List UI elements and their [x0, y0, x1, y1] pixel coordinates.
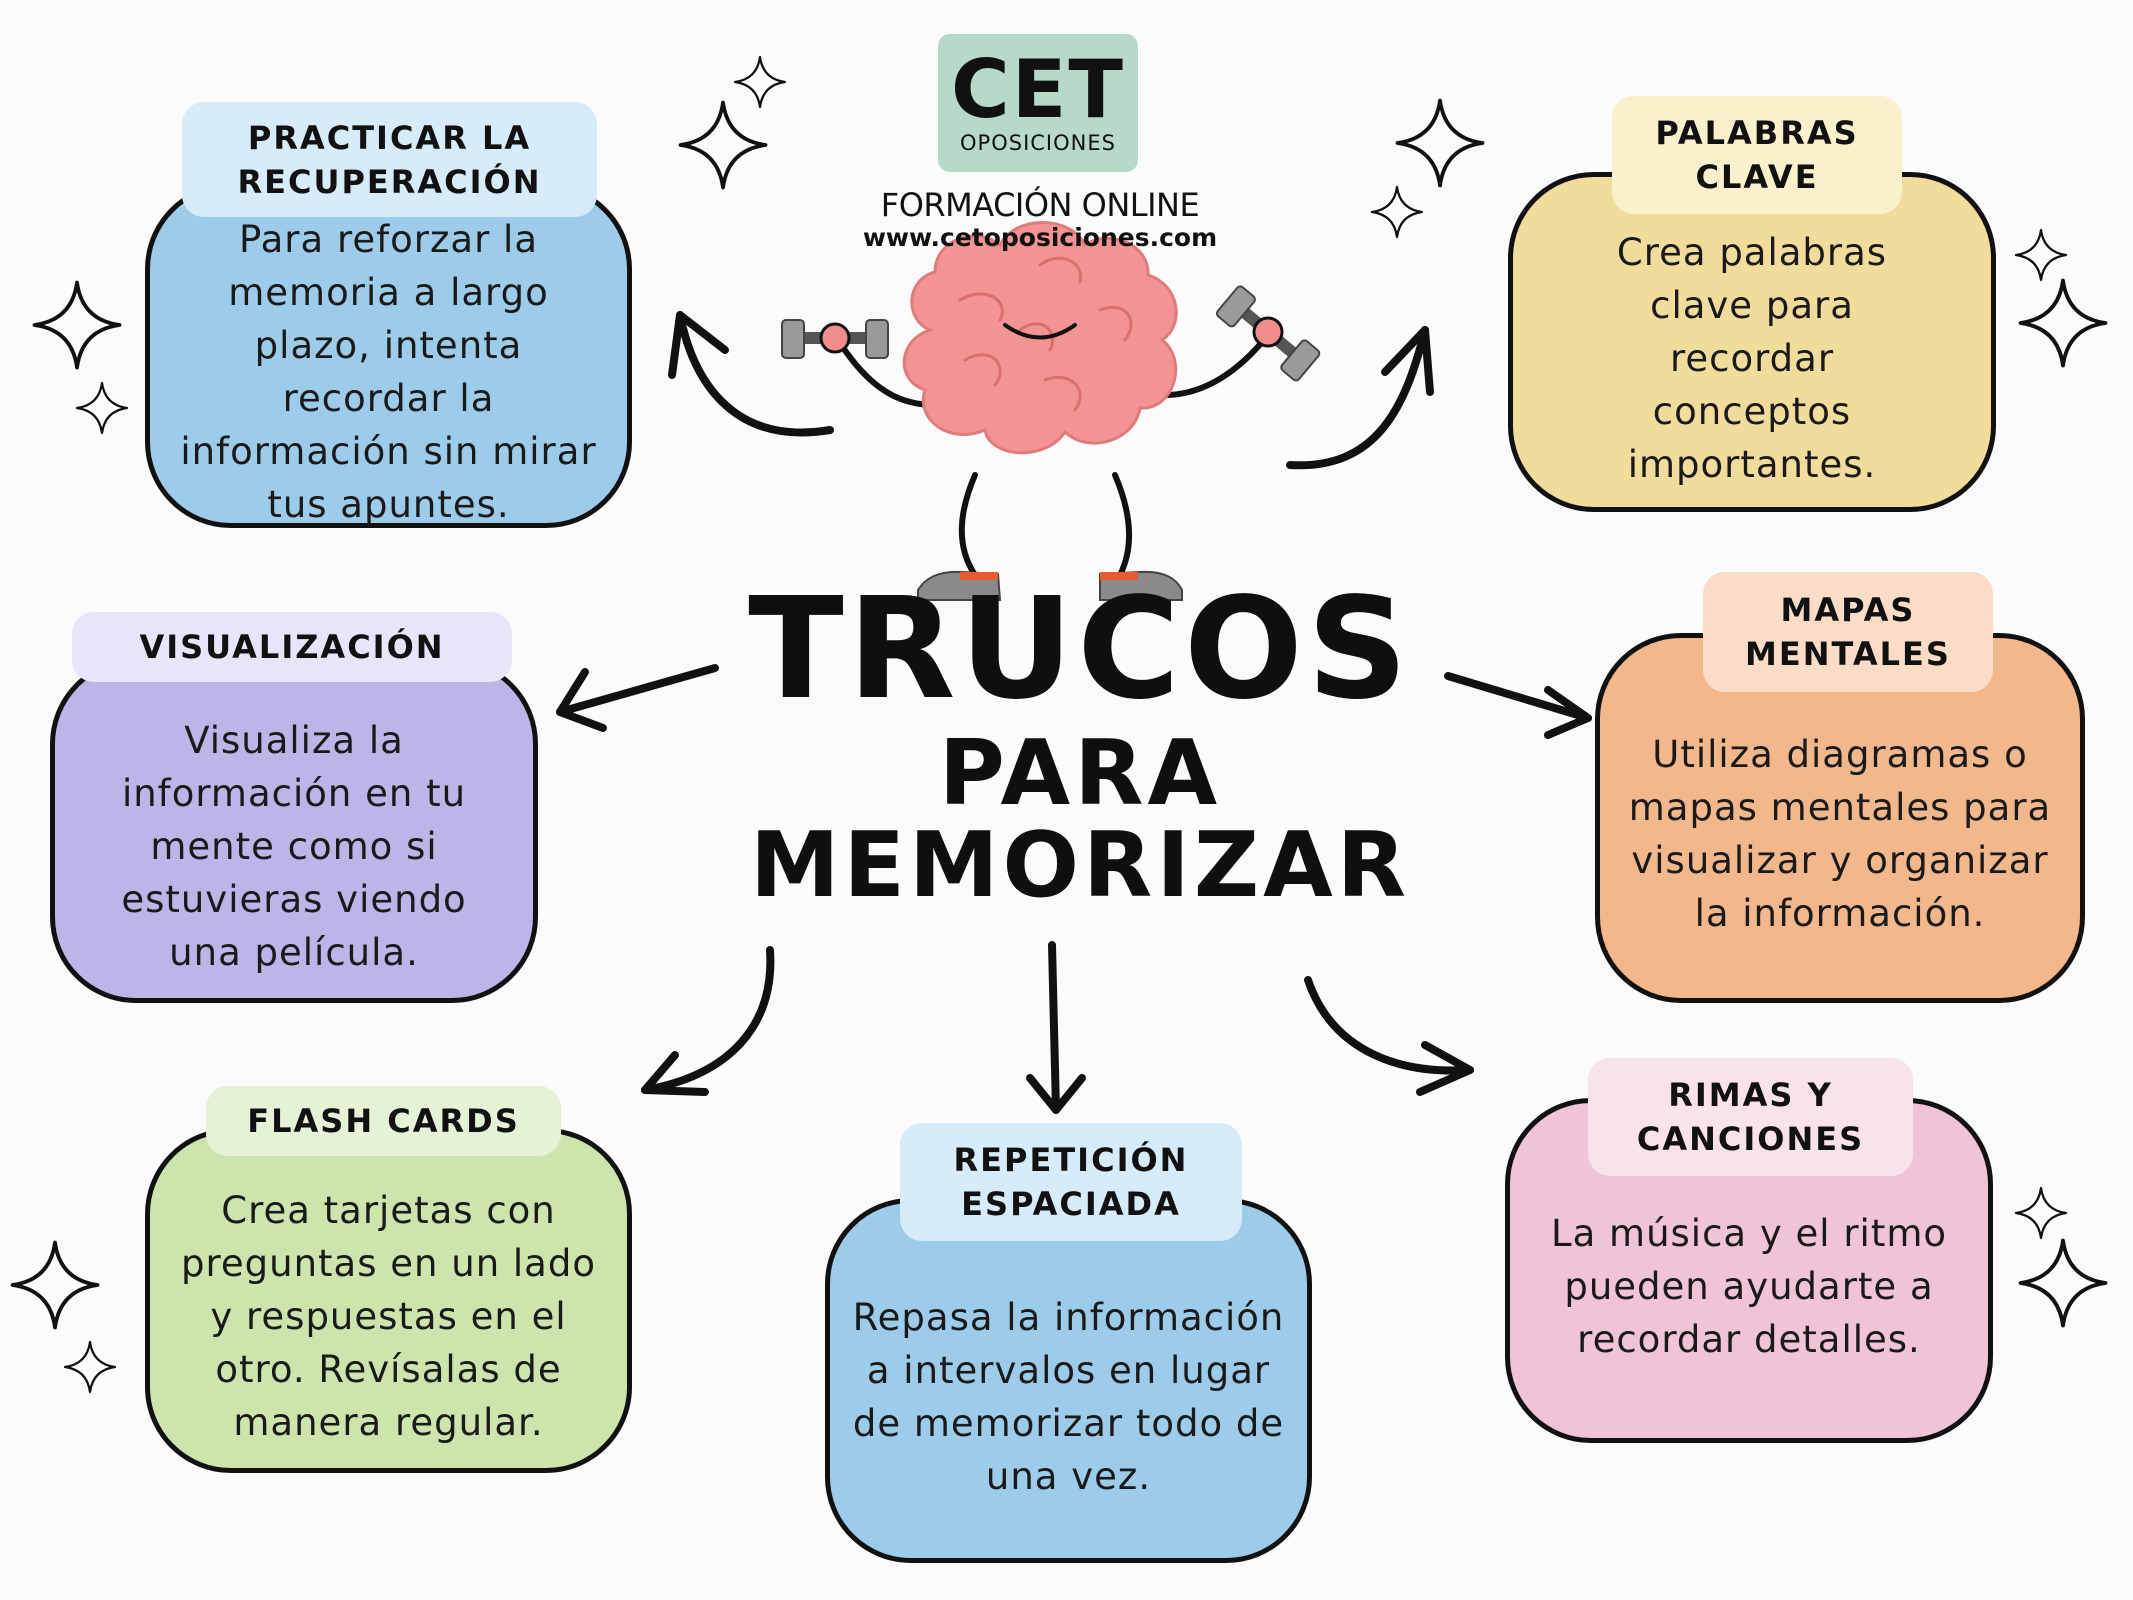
card-palabras-clave: Crea palabras clave para recordar concep…: [1508, 172, 1996, 512]
curved-arrow-icon: [1026, 941, 1086, 1114]
logo: CET OPOSICIONES: [938, 34, 1138, 172]
sparkle-icon: [2014, 228, 2068, 282]
card-mapas-mentales: Utiliza diagramas o mapas mentales para …: [1595, 633, 2085, 1003]
card-body: Para reforzar la memoria a largo plazo, …: [180, 217, 597, 526]
sparkle-icon: [1370, 185, 1424, 239]
brain-lifting-weights-icon: [781, 221, 1321, 601]
tag-flash-cards: FLASH CARDS: [206, 1086, 561, 1156]
card-body: Repasa la información a intervalos en lu…: [852, 1295, 1285, 1498]
curved-arrow-icon: [641, 946, 775, 1096]
sparkle-icon: [10, 1240, 100, 1330]
curved-arrow-icon: [1286, 326, 1434, 470]
logo-main-text: CET: [951, 43, 1125, 136]
sparkle-icon: [1395, 98, 1485, 188]
card-body: La música y el ritmo pueden ayudarte a r…: [1550, 1212, 1948, 1361]
sparkle-icon: [32, 280, 122, 370]
tag-rimas-canciones: RIMAS Y CANCIONES: [1588, 1058, 1913, 1176]
curved-arrow-icon: [1444, 672, 1592, 739]
sparkle-icon: [678, 100, 768, 190]
tag-visualizacion: VISUALIZACIÓN: [72, 612, 512, 682]
title-line-1: TRUCOS: [748, 568, 1412, 731]
sparkle-icon: [63, 1340, 117, 1394]
card-body: Crea tarjetas con preguntas en un lado y…: [181, 1189, 596, 1444]
card-body: Crea palabras clave para recordar concep…: [1616, 230, 1888, 486]
sparkle-icon: [75, 381, 129, 435]
brand-tagline: FORMACIÓN ONLINE: [880, 186, 1200, 224]
card-flash-cards: Crea tarjetas con preguntas en un lado y…: [145, 1128, 632, 1473]
brand-url: www.cetoposiciones.com: [862, 223, 1218, 252]
title-line-2: PARA: [938, 721, 1222, 826]
card-body: Utiliza diagramas o mapas mentales para …: [1628, 733, 2052, 935]
tag-mapas-mentales: MAPAS MENTALES: [1703, 572, 1993, 692]
card-repeticion-espaciada: Repasa la información a intervalos en lu…: [825, 1198, 1312, 1563]
sparkle-icon: [2018, 278, 2108, 368]
curved-arrow-icon: [1304, 976, 1474, 1096]
tag-practicar-recuperacion: PRACTICAR LA RECUPERACIÓN: [182, 102, 597, 217]
logo-sub-text: OPOSICIONES: [960, 131, 1116, 155]
card-practicar-recuperacion: Para reforzar la memoria a largo plazo, …: [145, 183, 632, 528]
curved-arrow-icon: [556, 664, 719, 732]
tag-repeticion-espaciada: REPETICIÓN ESPACIADA: [900, 1123, 1242, 1241]
sparkle-icon: [2018, 1238, 2108, 1328]
sparkle-icon: [733, 55, 787, 109]
sparkle-icon: [2014, 1186, 2068, 1240]
title-line-3: MEMORIZAR: [749, 813, 1411, 918]
card-visualizacion: Visualiza la información en tu mente com…: [50, 658, 538, 1003]
tag-palabras-clave: PALABRAS CLAVE: [1612, 96, 1902, 214]
card-body: Visualiza la información en tu mente com…: [121, 719, 467, 974]
curved-arrow-icon: [668, 311, 834, 437]
